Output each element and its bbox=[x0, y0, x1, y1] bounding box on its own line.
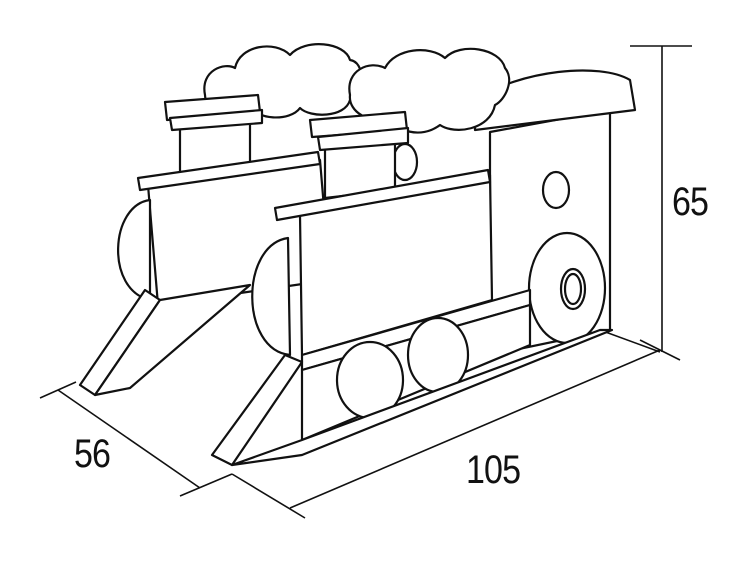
length-label: 105 bbox=[466, 448, 521, 492]
height-label: 65 bbox=[672, 180, 709, 224]
rear-locomotive bbox=[78, 43, 363, 397]
depth-dimension-line bbox=[39, 381, 233, 497]
length-dimension-line bbox=[231, 329, 661, 519]
cab-window-icon bbox=[541, 170, 571, 210]
front-locomotive bbox=[210, 47, 614, 467]
depth-label: 56 bbox=[74, 432, 111, 476]
